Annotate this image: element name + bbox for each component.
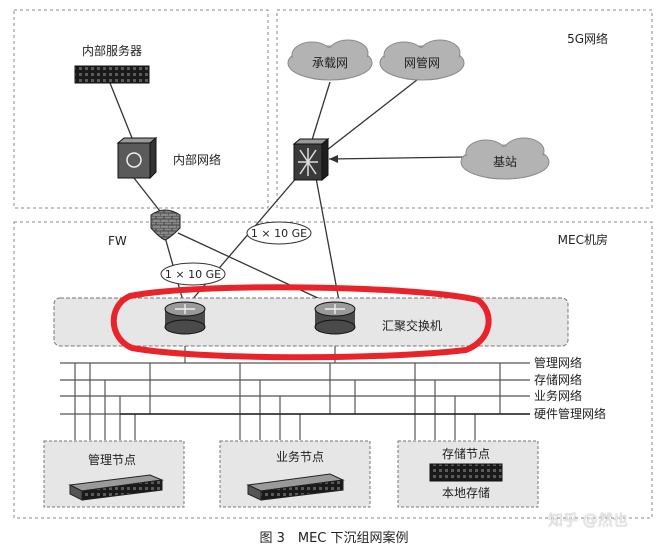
firewall-icon [150, 209, 181, 241]
bearer-network-label: 承载网 [312, 56, 348, 70]
management-node-panel [43, 440, 185, 508]
local-storage-icon [429, 463, 503, 482]
5g-core-switch-icon [292, 137, 330, 182]
uplink-1-label: 1 × 10 GE [251, 227, 307, 240]
5g-network-label: 5G网络 [567, 31, 608, 46]
network-label-management: 管理网络 [534, 355, 582, 370]
firewall-label: FW [108, 234, 127, 248]
storage-node-label: 存储节点 [442, 446, 490, 461]
service-node-servers-icon [246, 473, 345, 501]
watermark: 知乎 @然也 [548, 511, 628, 529]
top-links [109, 75, 466, 309]
network-label-service: 业务网络 [534, 388, 582, 403]
internal-server-label: 内部服务器 [82, 43, 142, 58]
mec-room-frame [13, 221, 653, 519]
arrowhead [329, 155, 338, 163]
local-storage-label: 本地存储 [442, 485, 490, 500]
bearer-network-cloud: 承载网 [287, 39, 373, 81]
network-label-storage: 存储网络 [534, 372, 582, 387]
router-icon-2 [314, 301, 356, 335]
figure-caption: 图 3 MEC 下沉组网案例 [259, 531, 409, 546]
mec-room-label: MEC机房 [558, 232, 608, 247]
base-station-label: 基站 [493, 155, 517, 169]
aggregation-switch-label: 汇聚交换机 [382, 318, 442, 333]
internal-network-label: 内部网络 [173, 152, 221, 167]
management-node-label: 管理节点 [88, 452, 136, 467]
uplink-2-label: 1 × 10 GE [165, 268, 221, 281]
internal-zone-frame [13, 9, 269, 209]
base-station-cloud: 基站 [460, 137, 550, 180]
5g-zone-frame [276, 9, 653, 209]
red-highlight-circle [110, 284, 492, 361]
service-node-label: 业务节点 [276, 449, 324, 464]
internal-server-icon [74, 65, 150, 84]
link-label-bubble-1 [246, 221, 312, 245]
network-label-hardware: 硬件管理网络 [534, 406, 606, 421]
management-network-label: 网管网 [404, 55, 440, 70]
link-label-bubble-2 [160, 262, 226, 286]
management-network-cloud: 网管网 [379, 39, 465, 81]
router-icon-1 [164, 301, 206, 335]
management-node-servers-icon [68, 474, 164, 501]
internal-network-device-icon [116, 136, 158, 180]
